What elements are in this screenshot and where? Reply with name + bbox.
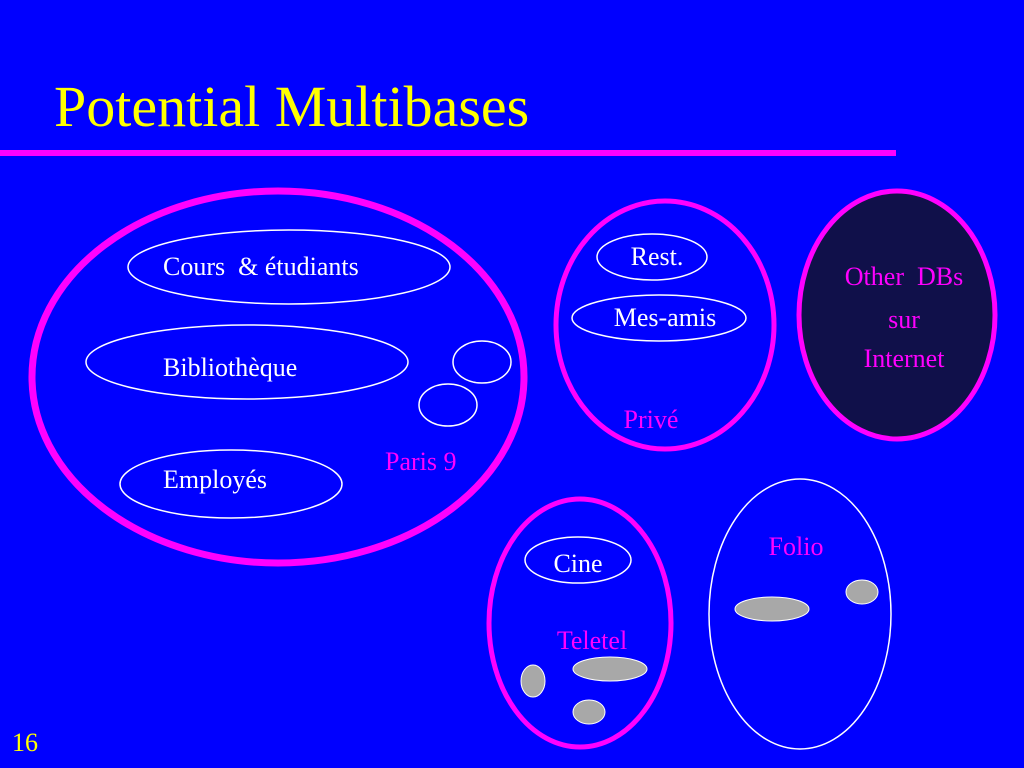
group-internet: Other DBs sur Internet xyxy=(796,188,998,442)
unnamed-db-shape-1 xyxy=(452,340,512,384)
db-rest-shape xyxy=(596,233,708,281)
db-bibliotheque-label: Bibliothèque xyxy=(163,353,297,382)
prive-label: Privé xyxy=(624,405,679,434)
folio-label: Folio xyxy=(769,532,824,561)
gray-db-blob-3 xyxy=(572,699,606,725)
teletel-boundary xyxy=(486,496,674,750)
unnamed-db-shape-2 xyxy=(418,383,478,427)
db-mes-amis-shape xyxy=(571,294,747,342)
group-paris9: Cours & étudiants Bibliothèque Employés … xyxy=(28,187,528,567)
internet-label-line-1: Other DBs xyxy=(845,262,963,291)
gray-db-blob-5 xyxy=(845,579,879,605)
db-cine-shape xyxy=(524,536,632,584)
gray-db-blob-2 xyxy=(572,656,648,682)
title-underline xyxy=(0,150,896,156)
internet-label-line-2: sur xyxy=(888,305,920,334)
gray-db-blob-4 xyxy=(734,596,810,622)
db-cine-label: Cine xyxy=(553,549,602,578)
db-bibliotheque-shape xyxy=(85,324,409,400)
db-employes-shape xyxy=(119,449,343,519)
folio-boundary xyxy=(708,478,892,750)
page-number: 16 xyxy=(12,728,38,757)
db-employes-label: Employés xyxy=(163,465,267,494)
db-cours-etudiants-shape xyxy=(127,229,451,305)
teletel-label: Teletel xyxy=(557,626,627,655)
db-mes-amis-label: Mes-amis xyxy=(614,303,717,332)
group-folio: Folio xyxy=(708,478,892,750)
slide-title: Potential Multibases xyxy=(54,74,530,139)
gray-db-blob-1 xyxy=(520,664,546,698)
paris9-boundary xyxy=(28,187,528,567)
prive-boundary xyxy=(553,198,777,452)
internet-boundary xyxy=(796,188,998,442)
paris9-label: Paris 9 xyxy=(385,447,457,476)
db-cours-etudiants-label: Cours & étudiants xyxy=(163,252,359,281)
group-teletel: Cine Teletel xyxy=(486,496,674,750)
internet-label-line-3: Internet xyxy=(864,344,946,373)
db-rest-label: Rest. xyxy=(631,242,684,271)
group-prive: Rest. Mes-amis Privé xyxy=(553,198,777,452)
